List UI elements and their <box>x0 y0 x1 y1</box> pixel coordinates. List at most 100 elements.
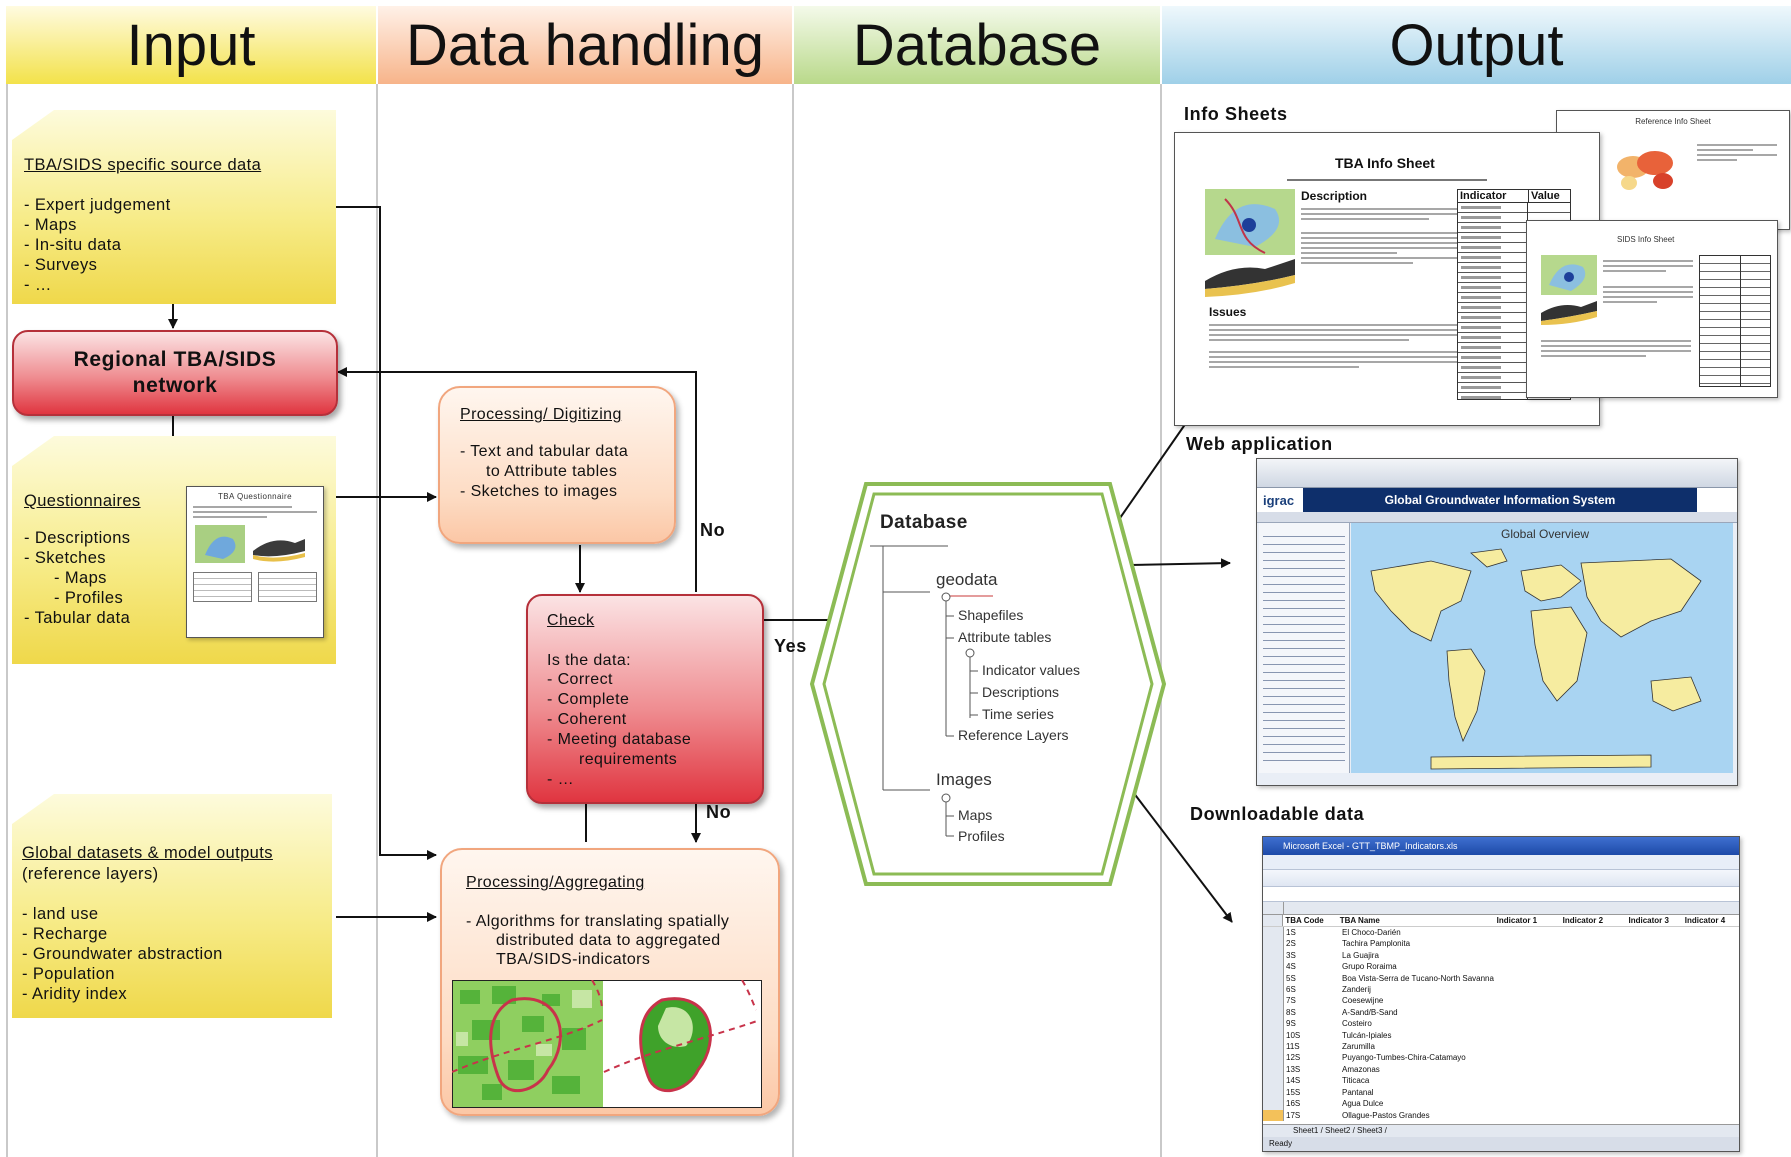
excel-col-header: TBA Name <box>1339 916 1380 925</box>
column-divider <box>1160 84 1162 1157</box>
check-title: Check <box>547 612 595 629</box>
tree-node-geodata: geodata <box>936 570 998 589</box>
list-item: - Groundwater abstraction <box>22 945 223 963</box>
questionnaires-title: Questionnaires <box>24 492 141 510</box>
network-line-2: network <box>132 374 218 397</box>
questionnaire-thumbnail: TBA Questionnaire <box>186 486 324 638</box>
list-item: - Aridity index <box>22 985 128 1003</box>
list-item: - … <box>24 276 52 294</box>
indicator-table: Indicator Value <box>1457 189 1571 400</box>
list-item: - Sketches <box>24 549 106 567</box>
output-column-header: Output <box>1162 6 1791 84</box>
excel-status-label: Ready <box>1269 1139 1293 1148</box>
list-item: - Correct <box>547 671 613 688</box>
excel-sheet-tabs: Sheet1 / Sheet2 / Sheet3 / <box>1263 1124 1739 1137</box>
excel-col-header: Indicator 2 <box>1562 916 1604 925</box>
no-label-lower: No <box>706 802 732 822</box>
list-item: - … <box>547 771 574 788</box>
sids-sheet-title: SIDS Info Sheet <box>1617 235 1675 244</box>
column-divider <box>376 84 378 1157</box>
excel-screenshot: Microsoft Excel - GTT_TBMP_Indicators.xl… <box>1262 836 1740 1152</box>
tba-description-text <box>1301 205 1461 267</box>
list-item: - In-situ data <box>24 236 122 254</box>
excel-col-header: TBA Code <box>1285 916 1324 925</box>
web-brand-logo: igrac <box>1263 492 1295 508</box>
database-header-label: Database <box>852 12 1102 78</box>
list-item: - Text and tabular data <box>460 443 629 460</box>
indicator-column-header: Indicator <box>1458 190 1529 202</box>
excel-col-header: Indicator 4 <box>1684 916 1726 925</box>
world-map <box>1370 548 1702 770</box>
excel-header-row: TBA Code TBA Name Indicator 1 Indicator … <box>1263 915 1739 927</box>
tree-node-maps: Maps <box>958 807 993 823</box>
list-item: - Population <box>22 965 115 983</box>
line-source-right <box>336 206 437 860</box>
sketch-image <box>195 525 305 563</box>
tree-node-indicator-values: Indicator values <box>982 662 1081 678</box>
arrow-database-to-download <box>1132 791 1233 923</box>
tree-node-reference-layers: Reference Layers <box>958 727 1069 743</box>
aggregating-list: - Algorithms for translating spatially d… <box>466 912 729 969</box>
list-item: requirements <box>579 751 678 768</box>
list-item: - Recharge <box>22 925 108 943</box>
list-item: - Maps <box>54 569 107 587</box>
excel-title-bar: Microsoft Excel - GTT_TBMP_Indicators.xl… <box>1263 837 1739 855</box>
excel-status-bar: Ready <box>1263 1137 1739 1151</box>
list-item: TBA/SIDS-indicators <box>496 951 651 968</box>
list-item: - Descriptions <box>24 529 131 547</box>
list-item: - Complete <box>547 691 630 708</box>
global-datasets-note: Global datasets & model outputs (referen… <box>12 794 332 1018</box>
tba-description-heading: Description <box>1301 189 1368 203</box>
processing-digitizing-box: Processing/ Digitizing - Text and tabula… <box>438 386 676 544</box>
list-item: distributed data to aggregated <box>496 932 721 949</box>
input-column-header: Input <box>6 6 376 84</box>
arrow-database-to-web-app <box>1129 558 1231 569</box>
questionnaire-thumb-title: TBA Questionnaire <box>218 492 292 501</box>
web-banner: Global Groundwater Information System <box>1303 488 1697 512</box>
list-item: - Meeting database <box>547 731 692 748</box>
list-item: to Attribute tables <box>486 463 618 480</box>
tree-node-time-series: Time series <box>982 706 1054 722</box>
questionnaires-note: Questionnaires - Descriptions - Sketches… <box>12 436 336 664</box>
value-column-header: Value <box>1531 190 1560 202</box>
processing-aggregating-box: Processing/Aggregating - Algorithms for … <box>440 848 780 1116</box>
web-banner-title: Global Groundwater Information System <box>1384 493 1616 507</box>
tree-node-descriptions: Descriptions <box>982 684 1060 700</box>
list-item: - Coherent <box>547 711 627 728</box>
list-item: - Sketches to images <box>460 483 618 500</box>
aggregation-illustration <box>452 980 762 1108</box>
excel-title: Microsoft Excel - GTT_TBMP_Indicators.xl… <box>1283 841 1458 851</box>
aggregating-title: Processing/Aggregating <box>466 874 645 891</box>
tba-issues-text <box>1209 321 1459 371</box>
network-line-1: Regional TBA/SIDS <box>73 348 277 371</box>
regional-network-box: Regional TBA/SIDS network <box>12 330 338 416</box>
arrow-check-no-to-network <box>337 367 697 592</box>
questionnaires-list: - Descriptions - Sketches - Maps - Profi… <box>24 528 130 628</box>
yes-label: Yes <box>774 636 807 656</box>
tree-node-profiles: Profiles <box>958 828 1005 844</box>
tree-node-attribute-tables: Attribute tables <box>958 629 1052 645</box>
processing-list: - Text and tabular data to Attribute tab… <box>460 442 628 502</box>
tba-issues-heading: Issues <box>1209 305 1247 319</box>
list-item: - Tabular data <box>24 609 131 627</box>
reference-sheet-title: Reference Info Sheet <box>1635 117 1711 126</box>
database-title: Database <box>880 512 968 533</box>
web-application-label: Web application <box>1186 434 1333 454</box>
sids-sketch-image <box>1541 255 1597 325</box>
excel-tabs-label: Sheet1 / Sheet2 / Sheet3 / <box>1293 1126 1387 1135</box>
